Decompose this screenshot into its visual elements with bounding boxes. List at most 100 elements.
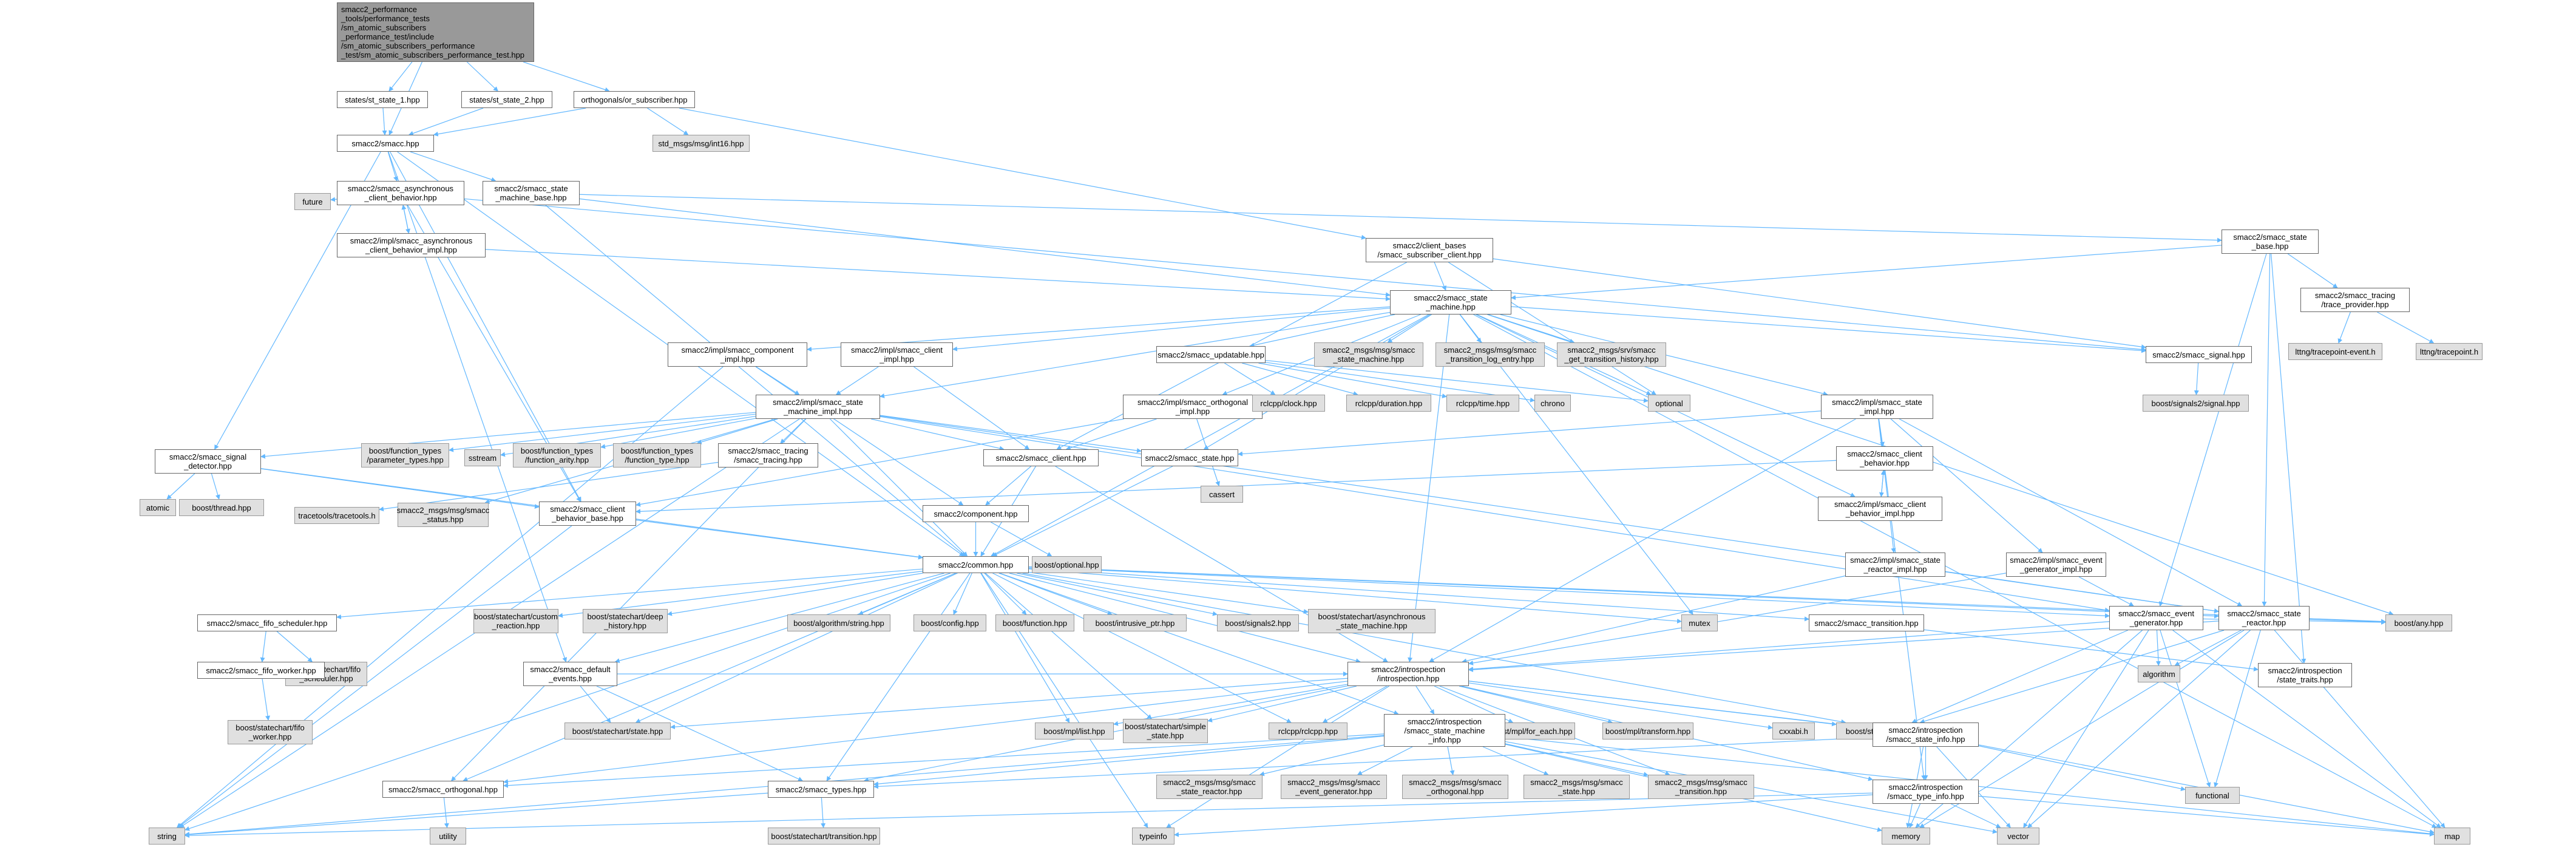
node-common[interactable]: smacc2/common.hpp: [923, 556, 1029, 573]
node-smimpl[interactable]: smacc2/impl/smacc_state _machine_impl.hp…: [756, 395, 880, 419]
node-fifowork2: boost/statechart/fifo _worker.hpp: [228, 720, 313, 744]
node-st2[interactable]: states/st_state_2.hpp: [461, 91, 552, 108]
node-bdeep: boost/statechart/deep _history.hpp: [583, 609, 668, 633]
node-tracing[interactable]: smacc2/smacc_tracing /smacc_tracing.hpp: [718, 443, 818, 467]
node-label: rclcpp/rclcpp.hpp: [1278, 726, 1338, 736]
edge-common-to-mutex: [1028, 568, 1682, 624]
edge-statebase-to-reactor: [2262, 253, 2271, 607]
node-label: functional: [2195, 790, 2229, 800]
edge-reactor-to-map: [2274, 630, 2446, 828]
node-types[interactable]: smacc2/smacc_types.hpp: [768, 781, 874, 798]
node-bany: boost/any.hpp: [2385, 614, 2452, 631]
node-label: boost/mpl/transform.hpp: [1605, 726, 1691, 736]
node-smachinfo[interactable]: smacc2/introspection /smacc_state_machin…: [1384, 714, 1505, 747]
node-traceprov[interactable]: smacc2/smacc_tracing /trace_provider.hpp: [2300, 288, 2410, 312]
node-smbase[interactable]: smacc2/smacc_state _machine_base.hpp: [483, 181, 580, 205]
node-updatable[interactable]: smacc2/smacc_updatable.hpp: [1156, 346, 1266, 363]
node-stinfo[interactable]: smacc2/introspection /smacc_state_info.h…: [1873, 722, 1979, 747]
node-evgen[interactable]: smacc2/smacc_event _generator.hpp: [2109, 606, 2203, 630]
edge-statebase-to-traceprov: [2287, 253, 2338, 288]
node-label: sstream: [468, 453, 497, 463]
edge-common-to-bdeep: [667, 573, 923, 616]
node-msgevgen: smacc2_msgs/msg/smacc _event_generator.h…: [1281, 775, 1387, 799]
edge-root-to-st1: [388, 61, 413, 92]
node-label: smacc2/smacc_default _events.hpp: [530, 665, 611, 683]
node-sm[interactable]: smacc2/smacc_state _machine.hpp: [1390, 290, 1511, 314]
edge-sigdet-to-bthread: [211, 473, 220, 500]
node-component[interactable]: smacc2/component.hpp: [923, 505, 1029, 522]
node-reactor[interactable]: smacc2/smacc_state _reactor.hpp: [2218, 606, 2310, 630]
node-statebase[interactable]: smacc2/smacc_state _base.hpp: [2222, 229, 2319, 254]
edge-smacc-to-asyncbeh: [387, 151, 398, 182]
node-label: boost/any.hpp: [2394, 618, 2444, 628]
node-evgenimpl[interactable]: smacc2/impl/smacc_event _generator_impl.…: [2006, 552, 2106, 577]
node-label: smacc2/smacc_signal.hpp: [2152, 350, 2245, 359]
edge-compimpl-to-smimpl: [756, 366, 800, 395]
node-state[interactable]: smacc2/smacc_state.hpp: [1141, 449, 1238, 466]
node-label: typeinfo: [1139, 831, 1167, 841]
edge-common-to-bevent: [1022, 573, 1846, 724]
node-compimpl[interactable]: smacc2/impl/smacc_component _impl.hpp: [668, 342, 807, 367]
node-asyncbehimpl[interactable]: smacc2/impl/smacc_asynchronous _client_b…: [337, 233, 486, 257]
edge-evgen-to-map: [2172, 630, 2441, 828]
node-label: smacc2_msgs/msg/smacc _state.hpp: [1530, 778, 1623, 796]
node-orthimpl[interactable]: smacc2/impl/smacc_orthogonal _impl.hpp: [1123, 395, 1263, 419]
edge-smimpl-to-state: [880, 415, 1142, 454]
edge-common-to-basync: [1028, 571, 1309, 614]
edge-updatable-to-rdur: [1242, 362, 1358, 396]
node-intro[interactable]: smacc2/introspection /introspection.hpp: [1347, 662, 1469, 686]
node-sttraits[interactable]: smacc2/introspection /state_traits.hpp: [2258, 663, 2352, 687]
node-algorithm: algorithm: [2138, 665, 2180, 682]
node-bconfig: boost/config.hpp: [913, 614, 986, 631]
edge-component-to-boptional: [991, 522, 1052, 557]
edge-common-to-smachinfo: [999, 573, 1399, 715]
edge-reactor-to-functional: [2214, 630, 2261, 787]
node-asyncbeh[interactable]: smacc2/smacc_asynchronous _client_behavi…: [337, 181, 464, 205]
node-sigdet[interactable]: smacc2/smacc_signal _detector.hpp: [155, 449, 261, 474]
edge-st2-to-smacc: [408, 107, 484, 136]
node-clientbehimpl[interactable]: smacc2/impl/smacc_client _behavior_impl.…: [1818, 497, 1942, 521]
node-clientbeh[interactable]: smacc2/smacc_client _behavior.hpp: [1836, 446, 1933, 471]
node-client[interactable]: smacc2/smacc_client.hpp: [983, 449, 1099, 466]
edge-clientbehimpl-to-clientbeh: [1880, 470, 1886, 497]
node-label: smacc2/impl/smacc_event _generator_impl.…: [2010, 556, 2103, 574]
edge-smbase-to-common: [545, 205, 966, 557]
node-label: boost/thread.hpp: [192, 503, 251, 512]
edge-asyncbehimpl-to-asyncbeh: [401, 205, 410, 234]
node-map: map: [2434, 828, 2470, 845]
node-orsub[interactable]: orthogonals/or_subscriber.hpp: [574, 91, 695, 108]
node-signal[interactable]: smacc2/smacc_signal.hpp: [2146, 346, 2252, 363]
node-bcustom: boost/statechart/custom _reaction.hpp: [473, 609, 558, 633]
edge-evgenimpl-to-evgen: [2078, 576, 2134, 607]
edge-orthimpl-to-client: [1065, 418, 1157, 450]
node-defev[interactable]: smacc2/smacc_default _events.hpp: [523, 662, 617, 686]
node-fifowork[interactable]: smacc2/smacc_fifo_worker.hpp: [197, 662, 325, 679]
node-label: boost/algorithm/string.hpp: [793, 618, 884, 628]
edge-smimpl-to-evgen: [880, 416, 2110, 613]
node-st1[interactable]: states/st_state_1.hpp: [337, 91, 428, 108]
node-fifosch[interactable]: smacc2/smacc_fifo_scheduler.hpp: [197, 614, 337, 631]
node-smacc[interactable]: smacc2/smacc.hpp: [337, 135, 434, 152]
node-clientbehbase[interactable]: smacc2/smacc_client _behavior_base.hpp: [539, 501, 636, 526]
node-boptional: boost/optional.hpp: [1032, 556, 1102, 573]
node-typeinfo[interactable]: smacc2/introspection /smacc_type_info.hp…: [1873, 780, 1979, 804]
node-lttngtp: lttng/tracepoint.h: [2416, 343, 2483, 360]
node-label: smacc2/smacc_state _reactor.hpp: [2227, 609, 2301, 627]
node-transition[interactable]: smacc2/smacc_transition.hpp: [1809, 614, 1924, 631]
node-bintr: boost/intrusive_ptr.hpp: [1083, 614, 1187, 631]
edge-updatable-to-optional: [1265, 359, 1649, 403]
edge-reactor-to-bevent: [1919, 630, 2225, 724]
node-label: boost/function.hpp: [1002, 618, 1068, 628]
edge-asyncbeh-to-signal: [464, 198, 2146, 352]
node-orth[interactable]: smacc2/smacc_orthogonal.hpp: [382, 781, 504, 798]
edge-smimpl-to-common: [830, 418, 968, 557]
node-root[interactable]: smacc2_performance _tools/performance_te…: [337, 2, 534, 62]
node-stateimpl[interactable]: smacc2/impl/smacc_state _impl.hpp: [1821, 395, 1933, 419]
node-future: future: [294, 193, 331, 210]
node-reactorimpl[interactable]: smacc2/impl/smacc_state _reactor_impl.hp…: [1845, 552, 1945, 577]
node-clientimpl[interactable]: smacc2/impl/smacc_client _impl.hpp: [841, 342, 953, 367]
edge-smimpl-to-client: [870, 418, 1005, 451]
node-label: mutex: [1689, 618, 1710, 628]
node-srvhist: smacc2_msgs/srv/smacc _get_transition_hi…: [1557, 342, 1666, 367]
node-subclient[interactable]: smacc2/client_bases /smacc_subscriber_cl…: [1366, 238, 1493, 262]
